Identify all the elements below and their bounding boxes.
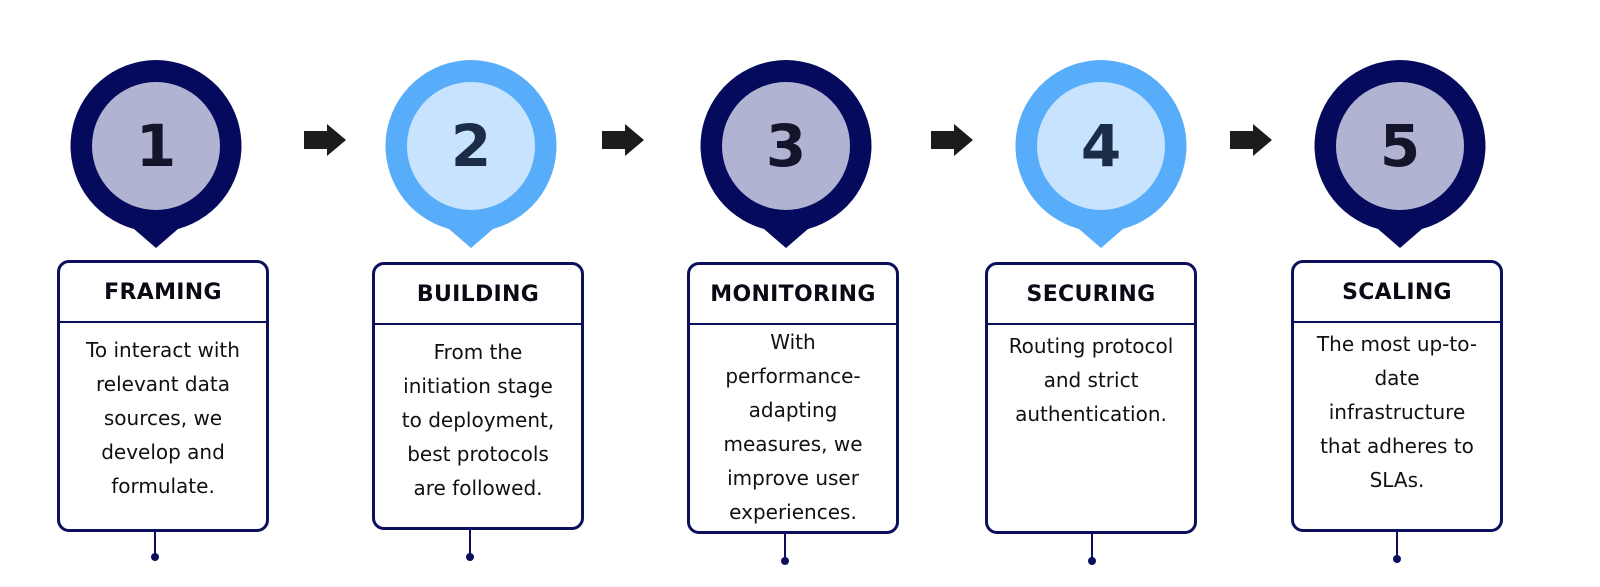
- step-5-pin-marker: 5: [1312, 58, 1488, 248]
- map-pin-icon: [70, 60, 242, 248]
- description-line: improve user: [727, 466, 859, 490]
- map-pin-icon: [1314, 60, 1486, 248]
- right-arrow-icon: [930, 122, 974, 158]
- right-arrow-icon: [1229, 122, 1273, 158]
- description-line: authentication.: [1015, 402, 1167, 426]
- description-line: With: [770, 330, 816, 354]
- description-line: experiences.: [729, 500, 857, 524]
- step-4-pin-marker: 4: [1013, 58, 1189, 248]
- connector-line: [154, 532, 156, 554]
- step-number: 4: [1080, 112, 1122, 180]
- description-line: develop and: [101, 440, 225, 464]
- step-description: To interact with relevant data sources, …: [60, 323, 266, 503]
- description-line: best protocols: [407, 442, 549, 466]
- connector-dot: [1088, 557, 1096, 565]
- step-number: 1: [135, 112, 177, 180]
- step-2-pin-marker: 2: [383, 58, 559, 248]
- description-line: The most up-to-: [1316, 332, 1478, 356]
- step-3-card: MONITORING With performance- adapting me…: [687, 262, 899, 534]
- step-description: With performance- adapting measures, we …: [690, 325, 896, 529]
- step-2-card: BUILDING From the initiation stage to de…: [372, 262, 584, 530]
- step-5: 5 SCALING The most up-to- date infrastru…: [1291, 0, 1529, 587]
- description-line: adapting: [748, 398, 838, 422]
- step-title: MONITORING: [690, 265, 896, 325]
- description-line: are followed.: [413, 476, 543, 500]
- description-line: SLAs.: [1369, 468, 1425, 492]
- step-3-pin-marker: 3: [698, 58, 874, 248]
- map-pin-icon: [385, 60, 557, 248]
- connector-dot: [151, 553, 159, 561]
- step-number: 5: [1379, 112, 1421, 180]
- description-line: initiation stage: [403, 374, 553, 398]
- map-pin-icon: [1015, 60, 1187, 248]
- description-line: infrastructure: [1328, 400, 1466, 424]
- step-title: FRAMING: [60, 263, 266, 323]
- description-line: relevant data: [96, 372, 230, 396]
- step-4: 4 SECURING Routing protocol and strict a…: [985, 0, 1230, 587]
- step-description: From the initiation stage to deployment,…: [375, 325, 581, 505]
- right-arrow-icon: [601, 122, 645, 158]
- description-line: formulate.: [111, 474, 215, 498]
- description-line: performance-: [725, 364, 861, 388]
- step-title: SECURING: [988, 265, 1194, 325]
- description-line: and strict: [1043, 368, 1139, 392]
- connector-dot: [1393, 555, 1401, 563]
- step-1: 1 FRAMING To interact with relevant data…: [55, 0, 285, 587]
- step-2: 2 BUILDING From the initiation stage to …: [370, 0, 600, 587]
- description-line: sources, we: [103, 406, 223, 430]
- step-4-card: SECURING Routing protocol and strict aut…: [985, 262, 1197, 534]
- description-line: Routing protocol: [1008, 334, 1174, 358]
- step-1-pin-marker: 1: [68, 58, 244, 248]
- connector-dot: [781, 557, 789, 565]
- map-pin-icon: [700, 60, 872, 248]
- step-number: 3: [765, 112, 807, 180]
- right-arrow-icon: [303, 122, 347, 158]
- step-description: Routing protocol and strict authenticati…: [988, 325, 1194, 431]
- step-3: 3 MONITORING With performance- adapting …: [685, 0, 915, 587]
- step-title: BUILDING: [375, 265, 581, 325]
- description-line: to deployment,: [401, 408, 555, 432]
- step-description: The most up-to- date infrastructure that…: [1294, 323, 1500, 497]
- step-number: 2: [450, 112, 492, 180]
- description-line: measures, we: [723, 432, 863, 456]
- connector-line: [784, 534, 786, 558]
- connector-line: [1091, 534, 1093, 558]
- step-1-card: FRAMING To interact with relevant data s…: [57, 260, 269, 532]
- step-5-card: SCALING The most up-to- date infrastruct…: [1291, 260, 1503, 532]
- description-line: date: [1374, 366, 1420, 390]
- step-title: SCALING: [1294, 263, 1500, 323]
- description-line: that adheres to: [1320, 434, 1474, 458]
- connector-dot: [466, 553, 474, 561]
- connector-line: [1396, 532, 1398, 556]
- description-line: From the: [433, 340, 523, 364]
- connector-line: [469, 530, 471, 554]
- description-line: To interact with: [86, 338, 240, 362]
